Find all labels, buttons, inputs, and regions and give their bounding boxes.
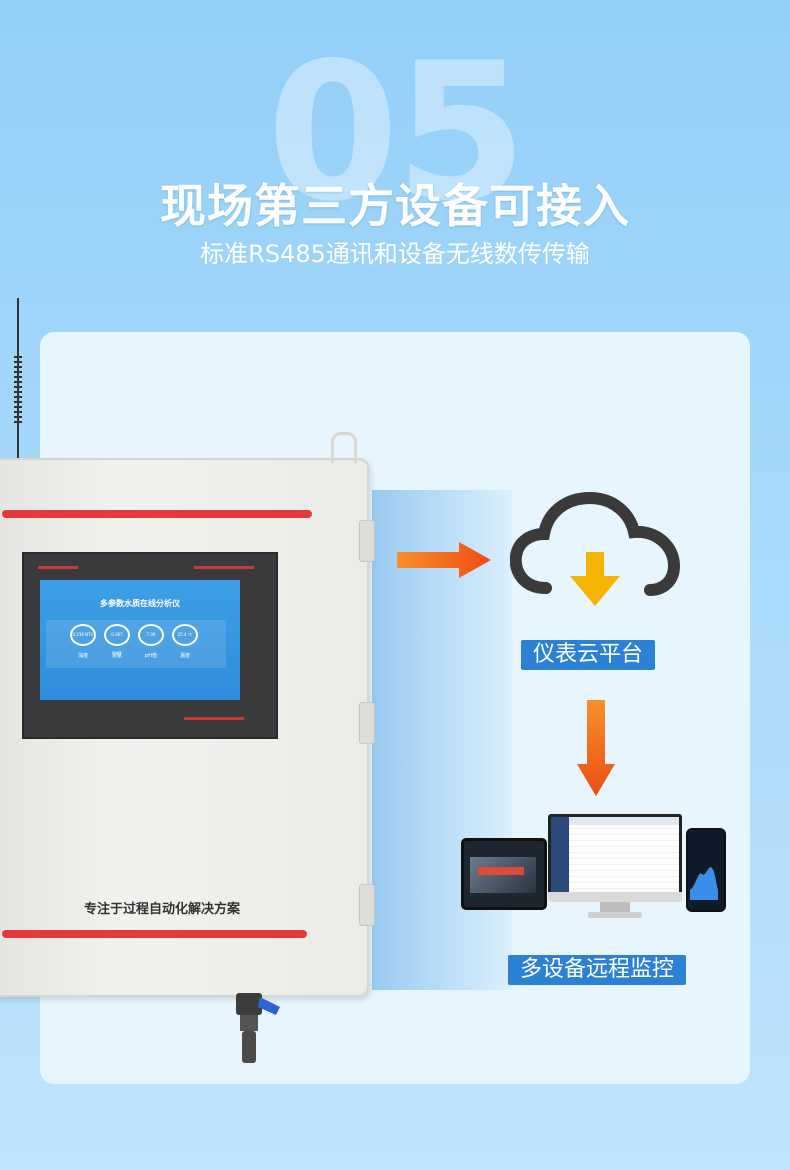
page-subtitle: 标准RS485通讯和设备无线数传传输	[200, 240, 590, 268]
mount-tab	[331, 432, 357, 463]
hinge	[359, 702, 375, 744]
gauge-label: pH值	[145, 653, 157, 659]
gauge-turbidity: 0.236 NTU 浊度	[70, 624, 96, 659]
arrow-right-icon	[397, 542, 491, 578]
phone-icon	[686, 828, 726, 912]
device-display-bezel: 多参数水质在线分析仪 0.236 NTU 浊度 0.367 mg/L 余氯 7.…	[22, 552, 278, 739]
gauge-value: 0.367 mg/L	[104, 624, 130, 655]
gauge-label: 温度	[179, 653, 190, 659]
cloud-platform-label: 仪表云平台	[521, 640, 656, 670]
hinge	[359, 884, 375, 926]
page-title: 现场第三方设备可接入	[160, 179, 630, 233]
gauge-value: 7.06	[138, 624, 164, 646]
display-title: 多参数水质在线分析仪	[100, 599, 180, 608]
remote-monitoring-label: 多设备远程监控	[508, 955, 687, 985]
device-bottom-stripe	[2, 930, 307, 938]
hinge	[359, 520, 375, 562]
arrow-down-icon	[577, 700, 615, 796]
gauge-label: 浊度	[77, 653, 88, 659]
analyzer-device: 多参数水质在线分析仪 0.236 NTU 浊度 0.367 mg/L 余氯 7.…	[0, 458, 369, 997]
gauge-label: 余氯	[111, 653, 122, 659]
gauge-temperature: 25.4 ℃ 温度	[172, 624, 198, 659]
device-top-stripe	[2, 510, 312, 518]
gauge-ph: 7.06 pH值	[138, 624, 164, 659]
section-number: 05	[266, 22, 527, 243]
gauge-value: 0.236 NTU	[70, 624, 96, 646]
drain-valve-icon	[236, 993, 280, 1063]
device-display: 多参数水质在线分析仪 0.236 NTU 浊度 0.367 mg/L 余氯 7.…	[40, 580, 240, 700]
tablet-icon	[461, 838, 547, 910]
gauge-value: 25.4 ℃	[172, 624, 198, 646]
antenna-icon	[14, 298, 22, 458]
device-caption: 专注于过程自动化解决方案	[83, 902, 240, 917]
desktop-monitor-icon	[548, 814, 682, 920]
cloud-download-icon	[510, 491, 680, 606]
gauge-chlorine: 0.367 mg/L 余氯	[104, 624, 130, 659]
gauge-strip: 0.236 NTU 浊度 0.367 mg/L 余氯 7.06 pH值 25.4…	[46, 620, 226, 668]
